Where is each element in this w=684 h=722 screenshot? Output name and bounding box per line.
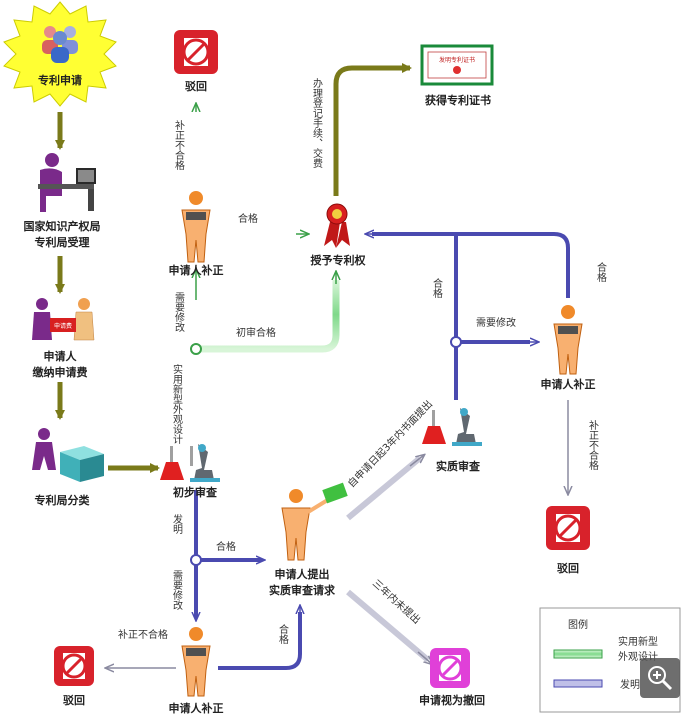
- arrow-request-to-withdrawn-head: [417, 651, 432, 664]
- label-pay-fee-l2: 缴纳申请费: [33, 365, 88, 379]
- edge-within-3-years: 自申请日起3年内书面提出: [345, 397, 435, 490]
- reject-icon: [174, 30, 218, 74]
- node-rejected-right: 驳回: [546, 506, 590, 575]
- node-patent-application: 专利申请: [3, 1, 117, 107]
- node-cnipa-acceptance: 国家知识产权局 专利局受理: [24, 153, 101, 249]
- edge-correction-fail-bottom: 补正不合格: [118, 628, 168, 641]
- edge-invention: 发明: [171, 513, 183, 535]
- blue-junction-right: [450, 336, 462, 348]
- certificate-icon: 发明专利证书: [420, 44, 494, 86]
- label-deemed-withdrawn: 申请视为撤回: [419, 693, 485, 707]
- blue-correction-right-up: [456, 232, 570, 298]
- node-preliminary-exam: 初步审查: [160, 444, 220, 499]
- legend-green-label-l1: 实用新型: [618, 635, 658, 648]
- edge-qualified-top: 合格: [238, 212, 258, 225]
- edge-preliminary-pass: 初审合格: [236, 326, 276, 339]
- node-applicant-correction-top: 申请人补正: [169, 191, 224, 277]
- label-grant-patent: 授予专利权: [311, 253, 367, 267]
- legend-title: 图例: [568, 618, 588, 631]
- arrow-grant-to-certificate: [333, 63, 412, 196]
- label-applicant-correction-right: 申请人补正: [541, 377, 596, 391]
- node-substantive-exam: 实质审查: [422, 408, 482, 473]
- lab-flask-microscope-icon: [160, 444, 220, 482]
- edge-need-modify-bottom: 需要修改: [171, 570, 183, 611]
- person-icon: [553, 305, 583, 375]
- label-pay-fee-l1: 申请人: [44, 349, 78, 363]
- fee-handover-icon: 申请费: [32, 298, 95, 341]
- label-request-substantive-l1: 申请人提出: [275, 567, 330, 581]
- award-ribbon-icon: [324, 203, 350, 248]
- zoom-button-bg[interactable]: [640, 658, 680, 698]
- edge-correction-fail-right: 补正不合格: [587, 419, 599, 471]
- node-applicant-correction-right: 申请人补正: [541, 305, 596, 391]
- withdrawn-icon: [430, 648, 470, 688]
- arrow-request-to-withdrawn: [346, 589, 430, 663]
- arrow-request-to-substantive-head: [409, 455, 424, 467]
- zoom-in-icon: [648, 666, 673, 691]
- label-cnipa-l1: 国家知识产权局: [24, 219, 101, 233]
- edge-qualified-far-right: 合格: [595, 261, 607, 283]
- person-handing-document-icon: [281, 482, 348, 561]
- label-rejected-top: 驳回: [185, 79, 207, 93]
- edge-register-pay: 办理登记手续、交费: [311, 77, 323, 169]
- label-cnipa-l2: 专利局受理: [35, 235, 90, 249]
- zoom-button[interactable]: [640, 658, 680, 698]
- edge-need-modify-left: 需要修改: [173, 292, 185, 333]
- label-get-certificate: 获得专利证书: [425, 93, 491, 107]
- fee-document-text: 申请费: [54, 322, 72, 330]
- arrow-request-to-substantive: [346, 455, 422, 521]
- node-applicant-correction-bottom: 申请人补正: [169, 627, 224, 715]
- sorting-box-icon: [32, 428, 104, 482]
- node-get-certificate: 发明专利证书 获得专利证书: [420, 44, 494, 107]
- reject-icon: [546, 506, 590, 550]
- connectors: [55, 63, 570, 670]
- node-grant-patent: 授予专利权: [311, 203, 367, 267]
- label-rejected-right: 驳回: [557, 561, 579, 575]
- edge-qualified-mid: 合格: [216, 540, 236, 553]
- lab-flask-microscope-icon: [422, 408, 482, 446]
- edge-need-modify-right: 需要修改: [476, 316, 516, 329]
- node-pay-fee: 申请费 申请人 缴纳申请费: [32, 298, 95, 379]
- arrow-prelim-pass-to-grant: [196, 280, 340, 353]
- legend-blue-label: 发明: [620, 678, 640, 691]
- node-rejected-top: 驳回: [174, 30, 218, 93]
- edge-qualified-right-vertical: 合格: [431, 277, 443, 299]
- legend-green-swatch: [553, 649, 603, 659]
- label-rejected-bottom: 驳回: [63, 693, 85, 707]
- node-classification: 专利局分类: [32, 428, 104, 507]
- person-icon: [181, 191, 211, 263]
- label-patent-application: 专利申请: [38, 73, 82, 87]
- label-applicant-correction-top: 申请人补正: [169, 263, 224, 277]
- certificate-title: 发明专利证书: [439, 56, 475, 64]
- office-worker-icon: [38, 153, 96, 212]
- green-junction: [190, 343, 202, 355]
- node-request-substantive: 申请人提出 实质审查请求: [269, 482, 348, 597]
- label-classification: 专利局分类: [35, 493, 91, 507]
- person-icon: [181, 627, 211, 697]
- label-substantive-exam: 实质审查: [436, 459, 480, 473]
- edge-correction-fail-top: 补正不合格: [173, 119, 185, 171]
- reject-icon: [54, 646, 94, 686]
- blue-junction-mid: [190, 554, 202, 566]
- people-icon: [42, 26, 78, 63]
- label-applicant-correction-bottom: 申请人补正: [169, 701, 224, 715]
- node-deemed-withdrawn: 申请视为撤回: [419, 648, 485, 707]
- edge-qualified-bottom-up: 合格: [277, 623, 289, 645]
- node-rejected-bottom: 驳回: [54, 646, 94, 707]
- label-preliminary-exam: 初步审查: [173, 485, 217, 499]
- arrow-correction-bottom-to-request: [218, 612, 302, 670]
- edge-utility-design-l1: 实用新型外观设计: [171, 363, 183, 445]
- legend-blue-swatch: [553, 679, 603, 688]
- label-request-substantive-l2: 实质审查请求: [269, 583, 336, 597]
